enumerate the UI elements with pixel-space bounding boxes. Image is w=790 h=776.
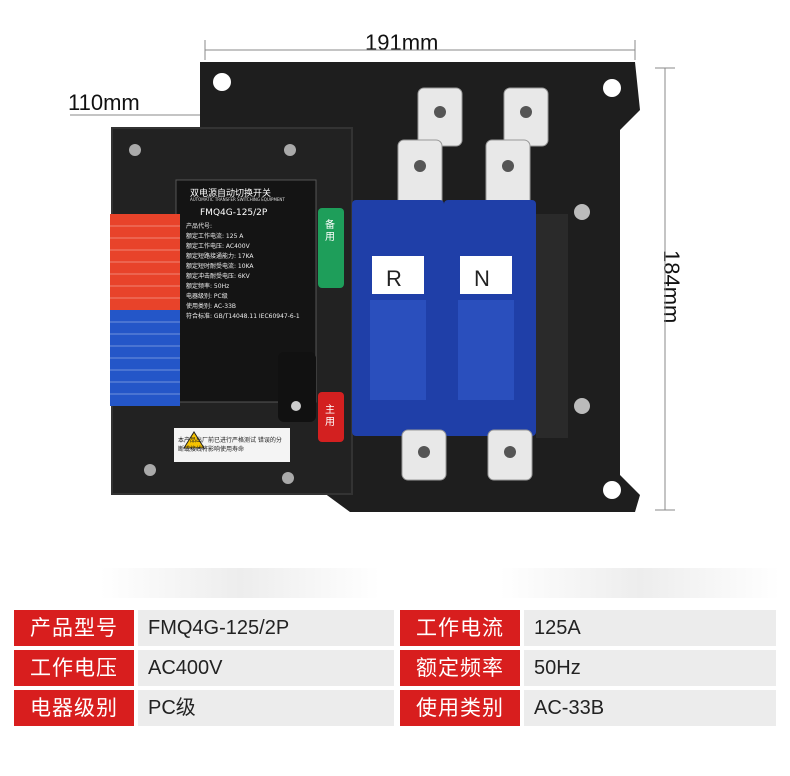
controller-module bbox=[110, 127, 353, 495]
spec-label: 额定频率 bbox=[400, 650, 520, 686]
spec-value: 50Hz bbox=[524, 650, 776, 686]
spec-label: 工作电流 bbox=[400, 610, 520, 646]
nameplate-line: 额定冲击耐受电压: 6KV bbox=[186, 273, 250, 280]
nameplate-line: 使用类别: AC-33B bbox=[186, 303, 237, 310]
main-indicator-label: 主用 bbox=[325, 405, 335, 428]
nameplate-line: 符合标准: GB/T14048.11 IEC60947-6-1 bbox=[186, 313, 300, 320]
nameplate-model-code: FMQ4G-125/2P bbox=[200, 208, 268, 218]
warning-label: 本产品出厂前已进行严格测试 错误的分断或接线将影响使用寿命 bbox=[178, 437, 282, 453]
spec-value: AC400V bbox=[138, 650, 394, 686]
dimension-height-label: 184mm bbox=[659, 250, 684, 324]
spec-table: 产品型号 FMQ4G-125/2P 工作电流 125A 工作电压 AC400V … bbox=[0, 580, 790, 776]
spec-label: 工作电压 bbox=[14, 650, 134, 686]
nameplate-title: 双电源自动切换开关 bbox=[190, 189, 272, 199]
shadow-strip bbox=[500, 568, 780, 598]
backup-indicator-label: 备用 bbox=[325, 220, 335, 243]
nameplate-line: 额定工作电压: AC400V bbox=[186, 243, 250, 250]
nameplate-subtitle: AUTOMATIC TRANSFER SWITCHING EQUIPMENT bbox=[190, 197, 285, 202]
dimension-depth-label: 110mm bbox=[68, 90, 140, 115]
pole-n-label: N bbox=[474, 266, 490, 291]
dimension-lines bbox=[70, 40, 675, 511]
spec-value: AC-33B bbox=[524, 690, 776, 726]
nameplate-line: 额定短路接通能力: 17KA bbox=[186, 253, 254, 260]
nameplate-line: 额定工作电流: 125 A bbox=[186, 233, 244, 240]
switch-poles bbox=[352, 200, 590, 438]
spec-row: 电器级别 PC级 使用类别 AC-33B bbox=[14, 690, 776, 726]
spec-row: 工作电压 AC400V 额定频率 50Hz bbox=[14, 650, 776, 686]
spec-value: FMQ4G-125/2P bbox=[138, 610, 394, 646]
nameplate-line: 额定短时耐受电流: 10KA bbox=[186, 263, 254, 270]
spec-label: 产品型号 bbox=[14, 610, 134, 646]
shadow-strip bbox=[100, 568, 380, 598]
spec-row: 产品型号 FMQ4G-125/2P 工作电流 125A bbox=[14, 610, 776, 646]
pole-r-label: R bbox=[386, 266, 402, 291]
spec-label: 电器级别 bbox=[14, 690, 134, 726]
nameplate-spec-lines: 产品代号: 额定工作电流: 125 A 额定工作电压: AC400V 额定短路接… bbox=[186, 222, 314, 322]
dimension-width-label: 191mm bbox=[365, 30, 439, 55]
terminal-holes bbox=[414, 106, 532, 172]
product-image bbox=[70, 40, 675, 512]
spec-value: 125A bbox=[524, 610, 776, 646]
top-terminals bbox=[397, 87, 549, 211]
nameplate-line: 额定频率: 50Hz bbox=[186, 283, 230, 290]
nameplate-line: 电器级别: PC级 bbox=[186, 293, 228, 300]
nameplate-line: 产品代号: bbox=[186, 223, 213, 230]
spec-label: 使用类别 bbox=[400, 690, 520, 726]
spec-value: PC级 bbox=[138, 690, 394, 726]
